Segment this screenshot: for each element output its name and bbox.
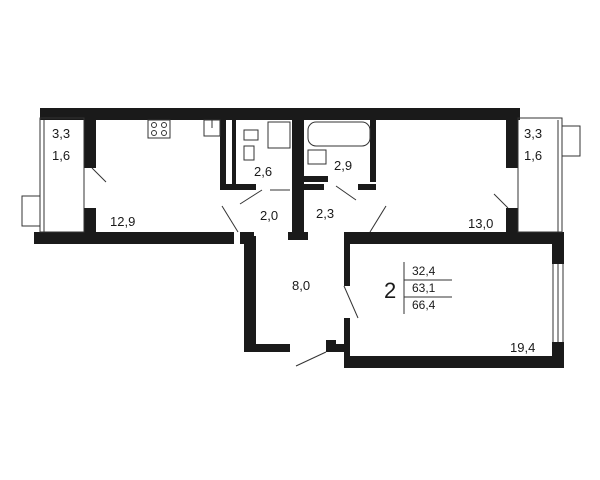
bathroom-bottom-wall	[304, 176, 328, 182]
toilet-left-wall	[220, 120, 226, 190]
bathroom-bottom-wall-b	[304, 184, 324, 190]
center-wall	[292, 120, 304, 238]
bedroom-area: 13,0	[468, 216, 493, 231]
corridor-left-area: 2,0	[260, 208, 278, 223]
walls	[34, 108, 564, 368]
balcony-right-total: 3,3	[524, 126, 542, 141]
bathroom-basin-icon	[307, 149, 327, 165]
bathroom-area: 2,9	[334, 158, 352, 173]
hall-area: 8,0	[292, 278, 310, 293]
summary-box: 2 32,4 63,1 66,4	[384, 262, 452, 314]
kitchen-area: 12,9	[110, 214, 135, 229]
fixtures	[147, 119, 371, 165]
living-right-wall	[552, 232, 564, 264]
kitchen-left-wall	[84, 120, 96, 168]
toilet-bottom-wall	[220, 184, 256, 190]
entrance-door	[295, 351, 327, 367]
total-area: 63,1	[412, 281, 436, 295]
toilet-door	[239, 189, 263, 205]
living-window	[552, 264, 564, 342]
toilet-area: 2,6	[254, 164, 272, 179]
living-left-wall	[344, 236, 350, 286]
living-bottom-wall	[344, 356, 564, 368]
bathroom-right-wall-foot	[358, 184, 376, 190]
kitchen-door	[221, 205, 239, 233]
kitchen-balcony-door	[91, 167, 107, 183]
balcony-right-reduced: 1,6	[524, 148, 542, 163]
bedroom-right-wall	[506, 120, 518, 168]
bathroom-door	[335, 185, 357, 201]
balcony-left-total: 3,3	[52, 126, 70, 141]
bedroom-door	[369, 205, 387, 233]
hall-left-wall	[244, 236, 256, 352]
corridor-right-area: 2,3	[316, 206, 334, 221]
bedroom-right-wall-lower	[506, 208, 518, 234]
total-area-with-balconies: 66,4	[412, 298, 436, 312]
bedroom-balcony-door	[493, 193, 509, 209]
kitchen-bottom-wall	[34, 232, 234, 244]
living-left-wall-lower	[344, 318, 350, 368]
bathtub-icon	[307, 121, 371, 147]
left-balcony-frame	[39, 117, 85, 233]
living-door	[343, 285, 359, 319]
bathroom-right-wall	[370, 120, 376, 182]
right-balcony-unit	[561, 125, 581, 157]
living-area: 32,4	[412, 264, 436, 278]
doors	[91, 167, 509, 367]
living-room-area: 19,4	[510, 340, 535, 355]
center-wall-foot	[288, 232, 308, 240]
left-balcony	[21, 117, 85, 233]
balcony-left-reduced: 1,6	[52, 148, 70, 163]
room-count: 2	[384, 278, 396, 303]
washbasin-icon	[243, 129, 259, 141]
bedroom-bottom-wall	[344, 232, 564, 244]
top-wall	[40, 108, 520, 120]
washer-icon	[267, 121, 291, 149]
right-balcony	[517, 117, 581, 233]
toilet-left-wall-b	[232, 120, 236, 190]
toilet-bowl-icon	[243, 145, 255, 161]
stove-icon	[147, 119, 171, 139]
left-balcony-unit	[21, 195, 41, 227]
right-balcony-frame	[517, 117, 563, 233]
entry-post	[326, 340, 336, 352]
hall-bottom-wall-left	[244, 344, 290, 352]
hall-bottom-wall-right	[326, 344, 348, 352]
